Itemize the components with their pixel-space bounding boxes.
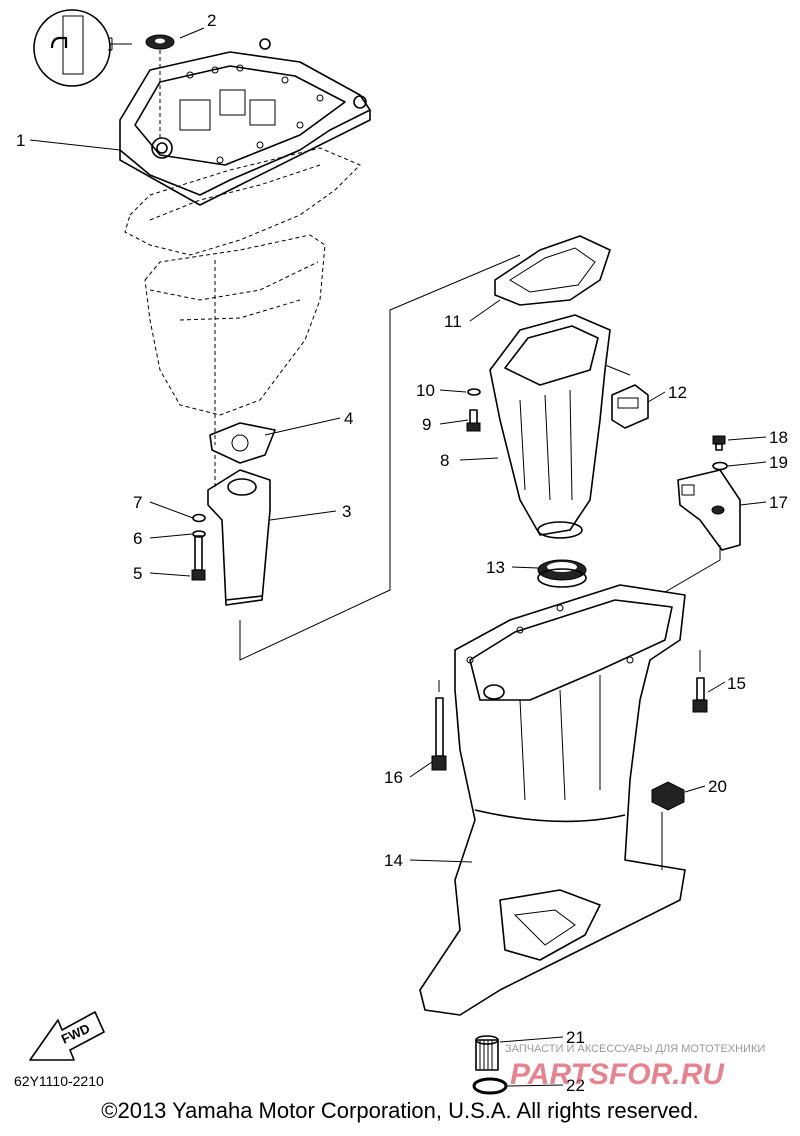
bolt-18 — [712, 435, 726, 451]
label-part-4: 4 — [344, 409, 353, 428]
washer-10 — [467, 388, 481, 396]
label-part-11: 11 — [444, 312, 462, 331]
label-part-20: 20 — [708, 777, 727, 796]
label-part-18: 18 — [769, 428, 788, 447]
bolt-15 — [692, 677, 708, 713]
oil-pan — [144, 234, 326, 416]
label-part-1: 1 — [16, 131, 25, 150]
label-part-17: 17 — [769, 493, 788, 512]
clip-22 — [472, 1077, 508, 1095]
block-12 — [611, 384, 649, 429]
bracket-17 — [677, 469, 741, 551]
label-part-7: 7 — [133, 493, 142, 512]
seal-13 — [537, 559, 587, 588]
watermark-small-text: ЗАПЧАСТИ И АКСЕССУАРЫ ДЛЯ МОТОТЕХНИКИ — [505, 1043, 765, 1055]
bolt-16 — [431, 697, 447, 771]
bolt-9 — [466, 409, 481, 432]
anode-20 — [651, 781, 685, 811]
part-labels: 1 2 3 4 5 6 7 8 9 10 11 12 13 14 15 16 1… — [16, 11, 788, 1095]
gasket-11 — [494, 235, 611, 306]
label-part-19: 19 — [769, 453, 788, 472]
label-part-2: 2 — [207, 11, 216, 30]
drawing-code: 62Y1110-2210 — [14, 1073, 104, 1089]
label-part-22: 22 — [566, 1076, 585, 1095]
washer-7 — [192, 513, 206, 523]
upper-casing-plate — [119, 38, 371, 206]
label-part-13: 13 — [486, 558, 505, 577]
gear-21 — [475, 1035, 499, 1071]
copyright-notice: ©2013 Yamaha Motor Corporation, U.S.A. A… — [101, 1098, 699, 1123]
bolt-5 — [191, 535, 206, 581]
label-part-14: 14 — [384, 851, 403, 870]
label-part-5: 5 — [133, 564, 142, 583]
detail-inset — [33, 9, 132, 87]
label-part-15: 15 — [727, 674, 746, 693]
watermark-logo-text: PARTSFOR.RU — [510, 1058, 725, 1091]
label-part-21: 21 — [566, 1028, 585, 1047]
label-part-9: 9 — [422, 415, 431, 434]
leader-lines — [29, 27, 767, 1087]
label-part-12: 12 — [668, 383, 687, 402]
watermark: ЗАПЧАСТИ И АКСЕССУАРЫ ДЛЯ МОТОТЕХНИКИ PA… — [505, 1043, 765, 1091]
fwd-arrow-icon: FWD — [29, 1011, 105, 1061]
washer-6 — [192, 530, 206, 538]
washer-2 — [145, 34, 175, 50]
label-part-3: 3 — [342, 502, 351, 521]
label-part-6: 6 — [133, 529, 142, 548]
gasket-upper — [124, 147, 361, 256]
label-part-8: 8 — [440, 451, 449, 470]
gasket-4 — [209, 422, 276, 464]
exhaust-guide-8 — [489, 314, 611, 539]
exhaust-tube-3 — [207, 469, 271, 606]
label-part-10: 10 — [416, 381, 435, 400]
lower-casing-14 — [419, 584, 686, 1016]
label-part-16: 16 — [384, 768, 403, 787]
washer-19 — [712, 461, 728, 471]
